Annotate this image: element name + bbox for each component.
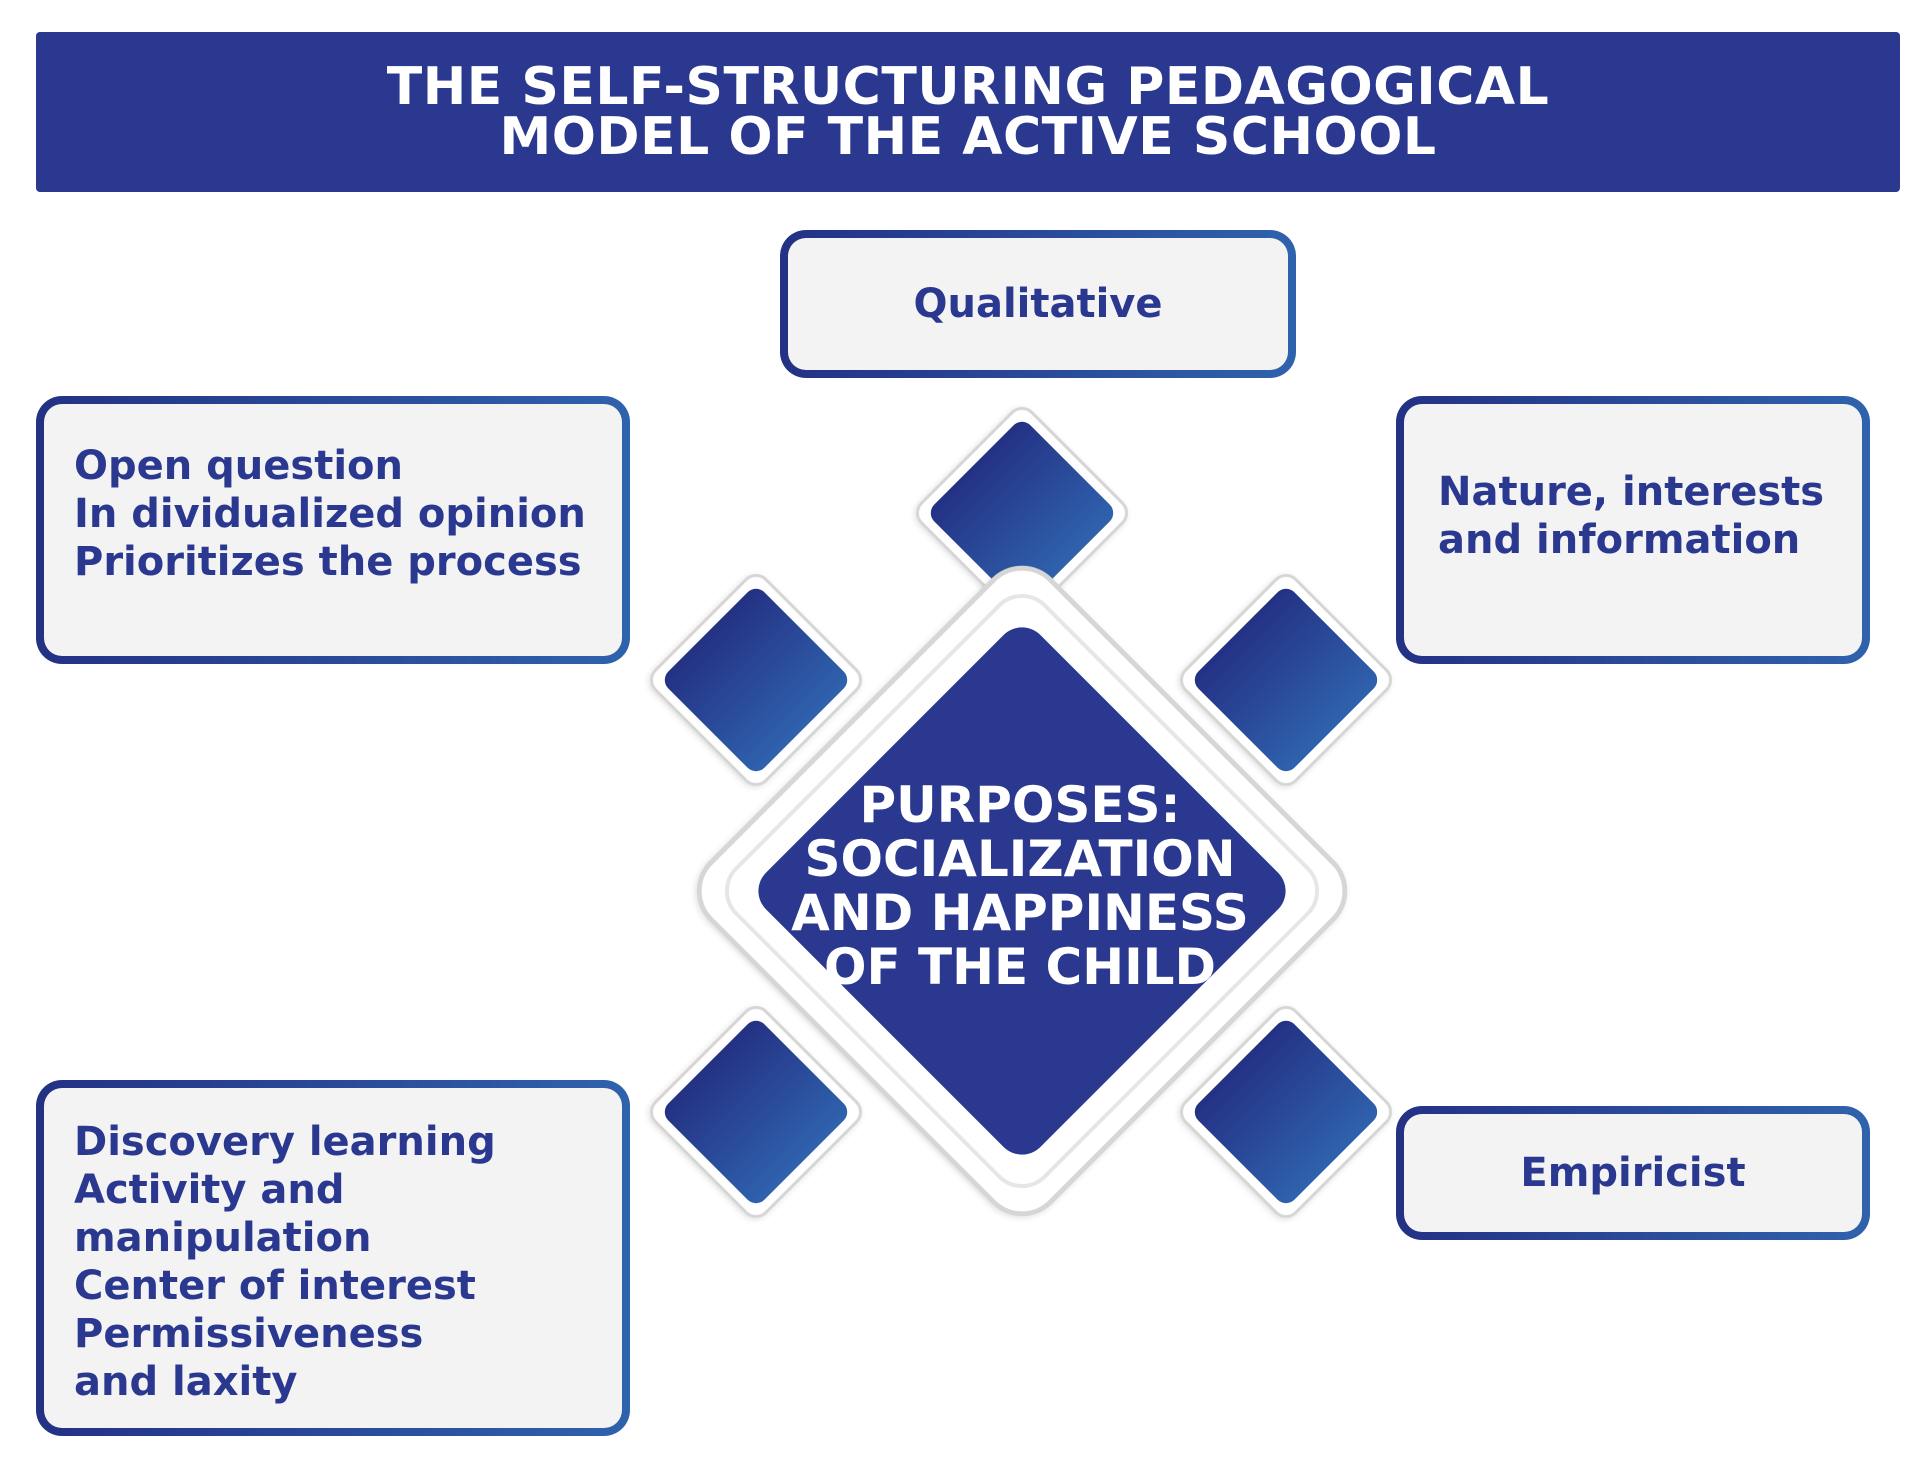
node-lower-left-line-5: Permissiveness [74,1311,424,1357]
center-purposes-label: PURPOSES: SOCIALIZATION AND HAPPINESS OF… [740,778,1300,994]
node-top-line-1: Qualitative [913,281,1163,327]
node-lower-left-line-1: Discovery learning [74,1119,496,1165]
node-upper-right-line-2: and information [1438,517,1801,563]
node-upper-left-content: Open question In dividualized opinion Pr… [44,404,622,656]
node-lower-left-line-4: Center of interest [74,1263,476,1309]
node-lower-left: Discovery learning Activity and manipula… [36,1080,630,1436]
node-top-content: Qualitative [788,238,1288,370]
node-lower-right-line-1: Empiricist [1520,1150,1746,1196]
center-line-1: PURPOSES: [859,776,1181,834]
center-diamond [696,565,1348,1217]
node-upper-left-line-3: Prioritizes the process [74,539,582,585]
center-line-2: SOCIALIZATION [804,830,1236,888]
center-line-4: OF THE CHILD [823,938,1217,996]
node-upper-right-line-1: Nature, interests [1438,469,1825,515]
node-upper-right-content: Nature, interests and information [1404,404,1862,656]
small-diamond-upper-right [1179,573,1393,787]
title-line-1: THE SELF-STRUCTURING PEDAGOGICAL [386,57,1550,117]
node-upper-left-line-1: Open question [74,443,404,489]
title-line-2: MODEL OF THE ACTIVE SCHOOL [499,107,1437,167]
node-upper-right: Nature, interests and information [1396,396,1870,664]
node-lower-left-line-2: Activity and [74,1167,345,1213]
diagram-title: THE SELF-STRUCTURING PEDAGOGICAL MODEL O… [386,57,1550,167]
node-top-qualitative: Qualitative [780,230,1296,378]
center-line-3: AND HAPPINESS [791,884,1249,942]
small-diamond-upper-left [649,573,863,787]
title-banner: THE SELF-STRUCTURING PEDAGOGICAL MODEL O… [36,32,1900,192]
small-diamond-lower-left [649,1005,863,1219]
node-lower-left-content: Discovery learning Activity and manipula… [44,1088,622,1428]
small-diamond-top [915,406,1129,620]
node-lower-right-empiricist: Empiricist [1396,1106,1870,1240]
node-lower-left-line-6: and laxity [74,1359,298,1405]
node-lower-left-line-3: manipulation [74,1215,372,1261]
small-diamond-lower-right [1179,1005,1393,1219]
node-upper-left: Open question In dividualized opinion Pr… [36,396,630,664]
node-lower-right-content: Empiricist [1404,1114,1862,1232]
node-upper-left-line-2: In dividualized opinion [74,491,586,537]
